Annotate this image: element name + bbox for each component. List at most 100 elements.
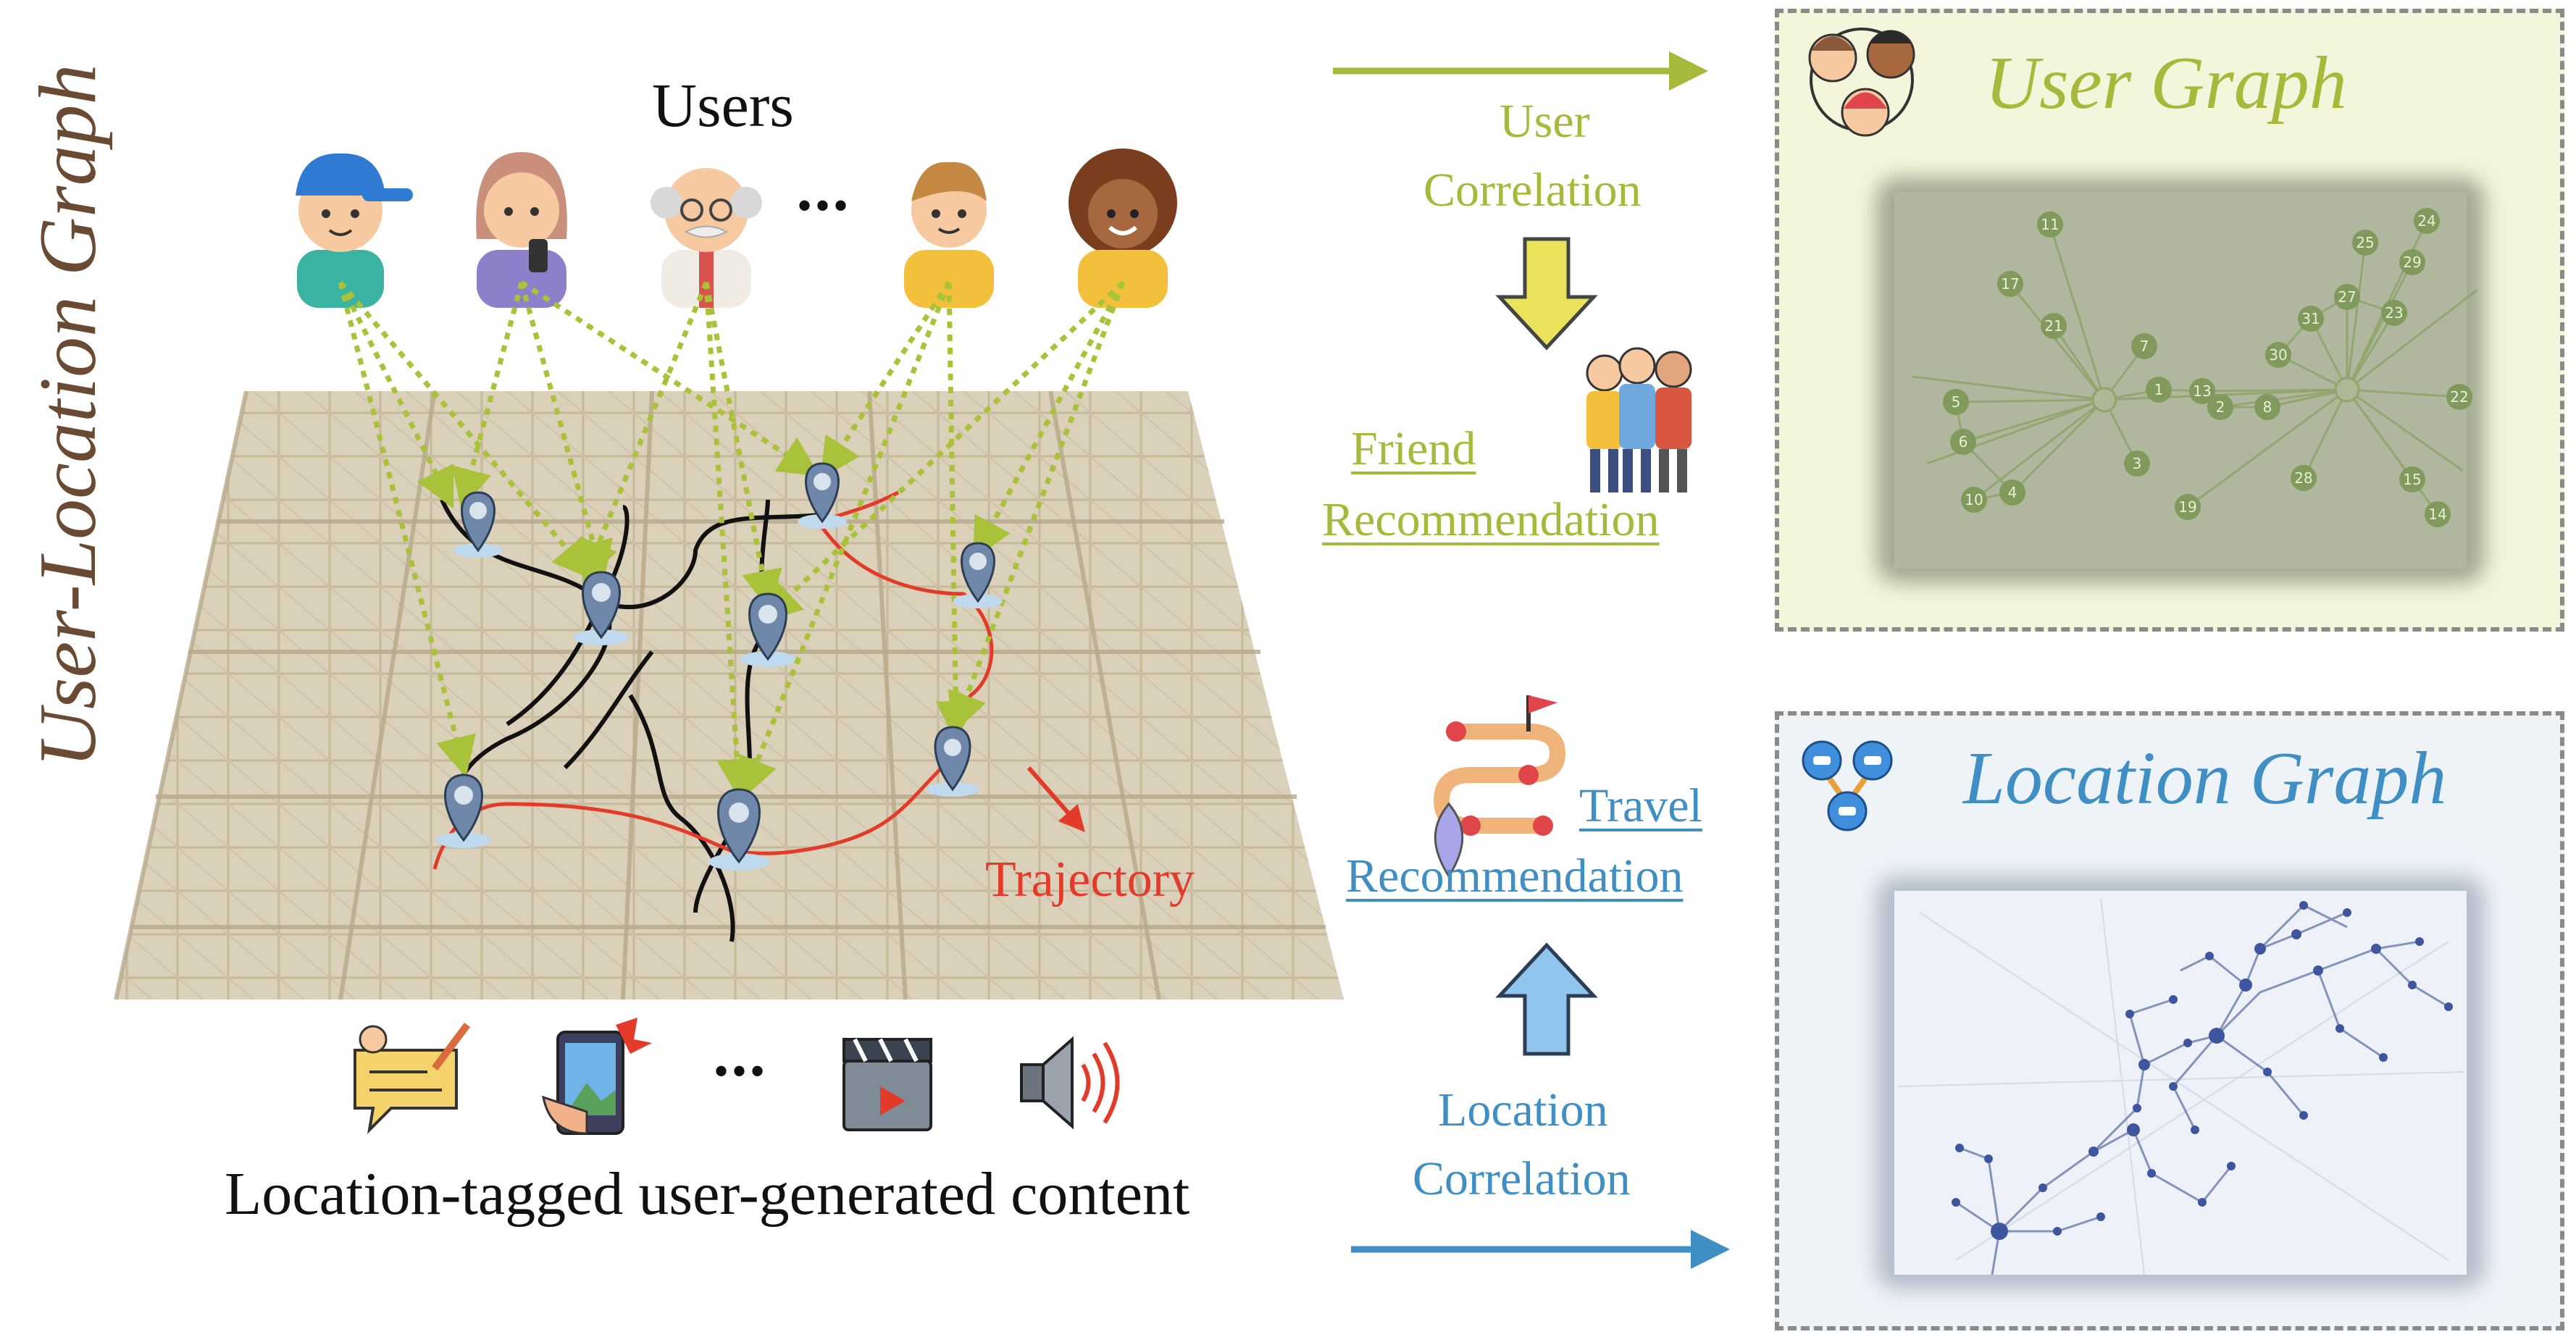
user-graph-node-label: 13 (2193, 382, 2211, 400)
user-graph-node: 6 (1950, 429, 1976, 455)
user-avatar-icon (904, 162, 994, 308)
user-graph-node: 29 (2399, 249, 2425, 275)
user-graph-node-label: 7 (2140, 338, 2149, 355)
user-graph-node: 23 (2381, 300, 2407, 326)
user-graph-node: 4 (1999, 479, 2025, 506)
user-graph-node-label: 1 (2154, 381, 2164, 398)
text-post-icon (354, 1023, 470, 1134)
user-graph-node: 28 (2291, 465, 2317, 491)
users-ellipsis: ••• (797, 182, 852, 230)
user-graph-node-label: 6 (1959, 433, 1968, 450)
user-graph-edge (2187, 388, 2348, 508)
user-avatar-icon (651, 168, 762, 308)
user-avatar-icon (476, 152, 567, 308)
location-graph-title: Location Graph (1963, 737, 2447, 820)
user-graph-node-label: 19 (2178, 498, 2196, 516)
user-graph-node: 5 (1943, 389, 1969, 415)
user-graph-node-label: 14 (2428, 506, 2446, 523)
users-label: Users (652, 70, 794, 140)
location-network-icon (1802, 740, 1893, 831)
user-graph-edge (2009, 283, 2106, 401)
photo-tablet-icon (542, 1018, 652, 1135)
user-graph-node: 22 (2446, 384, 2472, 410)
trajectory-label: Trajectory (985, 852, 1195, 908)
location-pin-icon (798, 462, 847, 529)
user-graph-edge (1912, 375, 2105, 401)
user-graph-hub-node (2334, 377, 2360, 403)
user-graph-node-label: 24 (2417, 212, 2435, 230)
location-pin-icon (953, 542, 1003, 608)
travel-recommendation-line2: Recommendation (1346, 850, 1684, 902)
user-graph-node: 27 (2334, 284, 2360, 310)
user-graph-node: 15 (2399, 466, 2425, 493)
user-graph-node-label: 31 (2301, 310, 2320, 327)
user-graph-node-label: 30 (2269, 346, 2287, 364)
location-graph-canvas (1894, 891, 2467, 1275)
location-pins (436, 462, 1003, 871)
user-graph-edge (2346, 288, 2478, 391)
user-graph-node: 11 (2037, 211, 2063, 238)
user-graph-node: 14 (2425, 501, 2451, 527)
user-graph-node: 1 (2146, 377, 2172, 403)
location-correlation-line2: Correlation (1413, 1152, 1631, 1205)
user-avatar-icon (1069, 148, 1177, 308)
user-graph-edge (2052, 325, 2106, 401)
user-graph-edge (2309, 318, 2349, 390)
user-graph-node-label: 2 (2216, 398, 2225, 416)
user-correlation-line1: User (1500, 95, 1590, 148)
user-graph-node: 25 (2352, 230, 2378, 256)
location-correlation-line1: Location (1438, 1084, 1608, 1136)
user-graph-node: 3 (2124, 450, 2150, 477)
user-graph-edge (2104, 388, 2348, 401)
user-location-links (338, 280, 1126, 800)
user-graph-node-label: 28 (2294, 469, 2312, 487)
content-label: Location-tagged user-generated content (225, 1160, 1190, 1228)
travel-route-icon (1433, 695, 1566, 879)
user-graph-node-label: 15 (2403, 471, 2421, 488)
user-graph-edge (2346, 388, 2460, 398)
user-graph-node-label: 29 (2403, 253, 2421, 271)
user-graph-node-label: 4 (2008, 484, 2017, 501)
user-graph-node-label: 17 (2001, 275, 2019, 293)
user-graph-hub-node (2091, 387, 2117, 413)
user-graph-node-label: 5 (1952, 393, 1961, 411)
location-pin-icon (740, 592, 795, 667)
audio-speaker-icon (1020, 1036, 1120, 1130)
user-graph-node-label: 27 (2338, 288, 2356, 306)
user-graph-node-label: 11 (2041, 216, 2059, 233)
user-graph-edge (2346, 389, 2439, 515)
location-pin-icon (436, 774, 491, 848)
travel-recommendation-line1: Travel (1579, 779, 1702, 832)
user-graph-node: 2 (2207, 394, 2233, 420)
user-graph-edge (2302, 389, 2349, 479)
user-graph-node-label: 21 (2044, 317, 2062, 335)
content-ellipsis: ••• (714, 1047, 769, 1095)
down-arrow-icon (1495, 237, 1598, 351)
location-pin-icon (708, 788, 769, 871)
user-graph-edge (1962, 398, 2105, 443)
user-graph-node: 8 (2254, 394, 2280, 420)
user-graph-node: 21 (2041, 313, 2067, 339)
user-graph-node: 30 (2265, 342, 2291, 368)
user-graph-edge (2049, 224, 2106, 401)
user-graph-node-label: 10 (1965, 491, 1983, 508)
user-graph-edge (2346, 242, 2367, 390)
user-graph-edge (2267, 388, 2348, 408)
user-graph-node: 17 (1997, 271, 2023, 297)
user-group-icon (1808, 28, 1915, 137)
user-graph-edge (1973, 398, 2105, 501)
user-graph-edge (2011, 398, 2106, 494)
location-pin-icon (574, 571, 629, 645)
user-graph-node: 31 (2298, 306, 2324, 332)
friend-recommendation-line2: Recommendation (1322, 493, 1660, 546)
friends-group-icon (1586, 347, 1692, 493)
user-correlation-line2: Correlation (1423, 164, 1642, 217)
user-graph-edge (2346, 312, 2396, 390)
